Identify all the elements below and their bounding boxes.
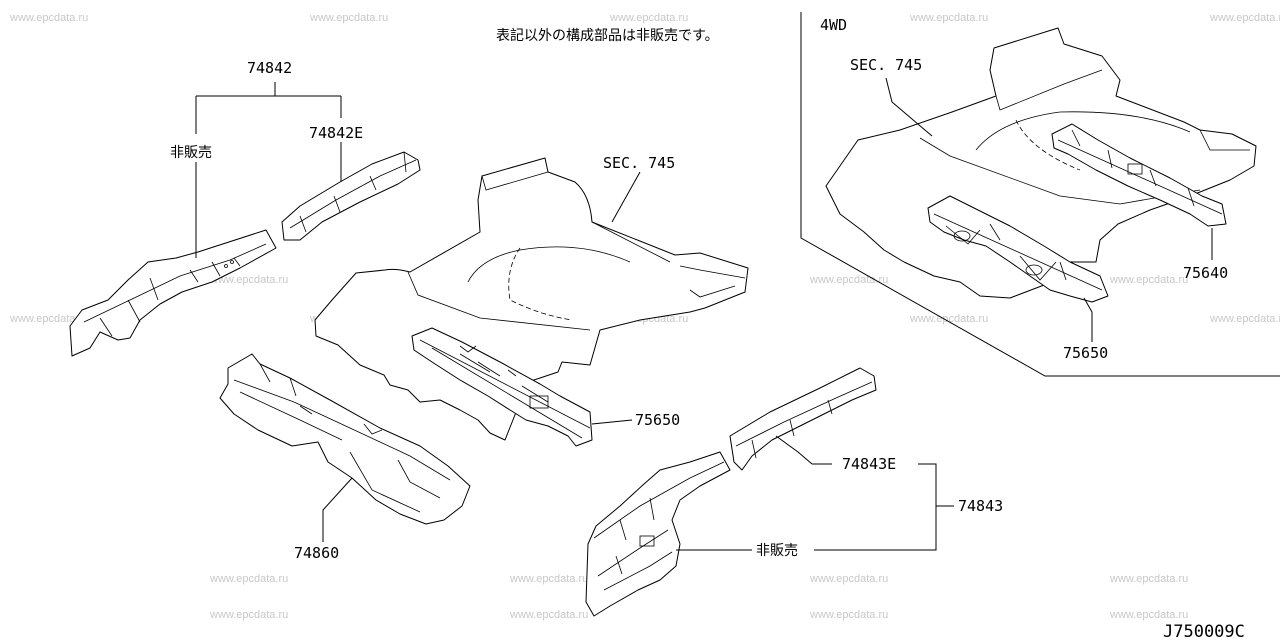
watermark: www.epcdata.ru	[1109, 573, 1188, 585]
watermark: www.epcdata.ru	[1209, 12, 1280, 24]
variant-label-4wd: 4WD	[820, 16, 847, 34]
not-for-sale-label-left: 非販売	[170, 145, 212, 161]
watermark: www.epcdata.ru	[9, 12, 88, 24]
part-label-75650-main: 75650	[635, 411, 680, 429]
watermark: www.epcdata.ru	[809, 573, 888, 585]
drawing-code: J750009C	[1163, 622, 1245, 640]
part-label-74842e: 74842E	[309, 124, 363, 142]
watermark: www.epcdata.ru	[909, 313, 988, 325]
part-label-75640: 75640	[1183, 264, 1228, 282]
watermark: www.epcdata.ru	[209, 609, 288, 621]
watermark: www.epcdata.ru	[809, 274, 888, 286]
watermark: www.epcdata.ru	[809, 609, 888, 621]
floor-panel-main	[314, 157, 749, 441]
part-label-74860: 74860	[294, 544, 339, 562]
side-member-right-74843	[585, 451, 731, 617]
watermark: www.epcdata.ru	[1209, 313, 1280, 325]
inset-frame-4wd	[800, 12, 1280, 377]
watermark: www.epcdata.ru	[1109, 274, 1188, 286]
watermark: www.epcdata.ru	[309, 12, 388, 24]
crossmember-75650-4wd	[927, 195, 1109, 303]
watermark: www.epcdata.ru	[509, 573, 588, 585]
watermark: www.epcdata.ru	[1109, 609, 1188, 621]
watermark: www.epcdata.ru	[209, 274, 288, 286]
not-for-sale-label-right: 非販売	[756, 543, 798, 559]
part-label-75650-4wd: 75650	[1063, 344, 1108, 362]
section-label-745-main: SEC. 745	[603, 154, 675, 172]
watermark: www.epcdata.ru	[9, 313, 88, 325]
watermark: www.epcdata.ru	[909, 12, 988, 24]
watermark: www.epcdata.ru	[509, 609, 588, 621]
watermark: www.epcdata.ru	[209, 573, 288, 585]
side-member-left-74842	[69, 229, 277, 357]
side-member-extension-74842e	[281, 151, 421, 241]
watermark: www.epcdata.ru	[609, 12, 688, 24]
floor-panel-4wd	[825, 27, 1257, 299]
rear-floor-member-74860	[219, 353, 471, 525]
leader-lines	[195, 77, 1213, 551]
part-label-74843: 74843	[958, 497, 1003, 515]
not-for-sale-note: 表記以外の構成部品は非販売です。	[496, 27, 719, 44]
part-label-74842: 74842	[247, 59, 292, 77]
crossmember-75640-4wd	[1051, 123, 1227, 227]
section-label-745-4wd: SEC. 745	[850, 56, 922, 74]
side-member-extension-74843e	[729, 367, 877, 471]
crossmember-75650-main	[411, 327, 593, 447]
part-label-74843e: 74843E	[842, 455, 896, 473]
